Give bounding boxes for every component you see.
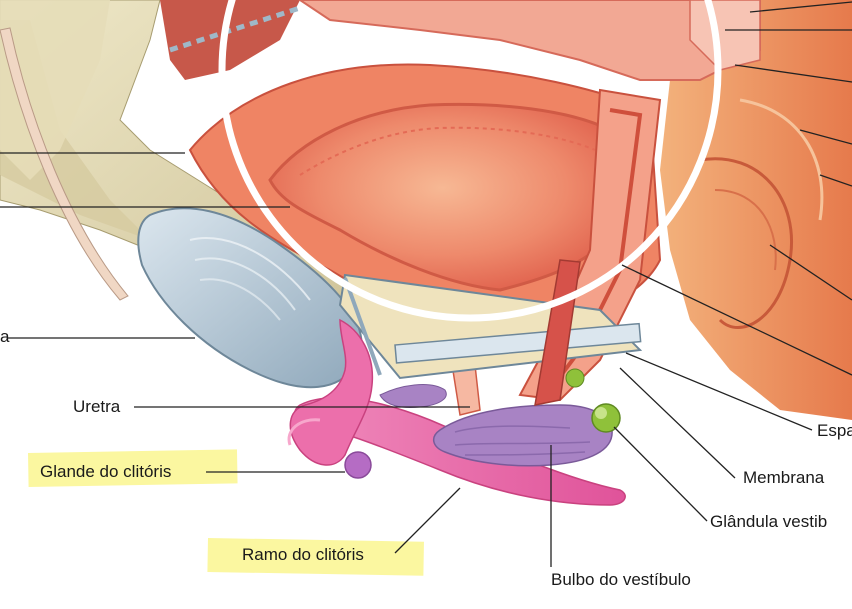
highlight-glande: [28, 449, 238, 487]
vestibule-bulb: [433, 404, 613, 467]
label-clitoris-crus: Ramo do clitóris: [242, 545, 364, 564]
highlight-ramo: [207, 538, 424, 576]
obturator-membrane: [0, 0, 110, 180]
zoom-circle: [218, 0, 722, 322]
clitoris-body: [289, 318, 374, 466]
label-space: Espa: [817, 421, 852, 440]
pubic-bone: [137, 207, 363, 389]
label-membrane: Membrana: [743, 468, 825, 487]
clitoris-glans: [344, 451, 372, 479]
label-vestibular-gland: Glândula vestib: [710, 512, 828, 531]
vestibular-gland: [591, 403, 621, 433]
rectum: [660, 0, 852, 420]
vestibular-gland-small: [565, 368, 585, 388]
leader-lines: [0, 1, 852, 567]
label-partial-left: a: [0, 327, 10, 346]
label-clitoris-glans: Glande do clitóris: [40, 462, 172, 481]
label-urethra: Uretra: [73, 397, 121, 416]
label-vestibule-bulb: Bulbo do vestíbulo: [551, 570, 691, 589]
coccyx-rod: [0, 27, 129, 301]
